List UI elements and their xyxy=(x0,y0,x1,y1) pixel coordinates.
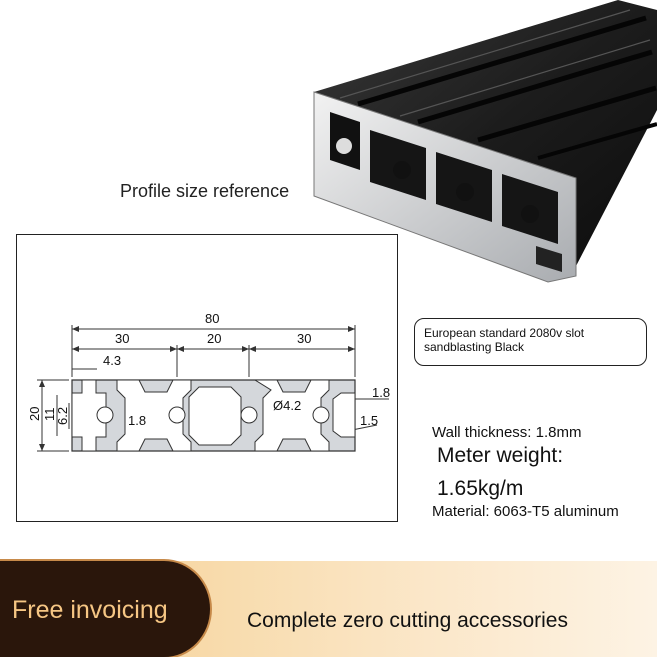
spec-name-box: European standard 2080v slot sandblastin… xyxy=(414,318,647,366)
dim-slot-depth: 11 xyxy=(42,408,57,422)
dim-width-left: 30 xyxy=(115,331,129,346)
dim-height: 20 xyxy=(27,407,42,421)
free-invoicing-label: Free invoicing xyxy=(12,596,168,624)
dim-wall-inner: 1.8 xyxy=(128,413,146,428)
spec-name-line1: European standard 2080v slot xyxy=(424,326,585,340)
dim-overall-width: 80 xyxy=(205,311,219,326)
meter-weight-value: 1.65kg/m xyxy=(437,477,524,500)
dim-width-middle: 20 xyxy=(207,331,221,346)
product-render-image xyxy=(300,0,657,290)
wall-thickness: Wall thickness: 1.8mm xyxy=(432,424,582,441)
dim-corner: 1.5 xyxy=(360,413,378,428)
meter-weight-label: Meter weight: xyxy=(437,444,564,467)
spec-name-line2: sandblasting Black xyxy=(424,340,525,354)
dim-slot-opening: 4.3 xyxy=(103,353,121,368)
dimension-drawing: 80 30 20 30 4.3 20 11 6.2 1.8 Ø4.2 1.8 1… xyxy=(16,234,398,522)
dim-hole-diameter: Ø4.2 xyxy=(273,398,301,413)
dim-slot-inner: 6.2 xyxy=(55,407,70,425)
material: Material: 6063-T5 aluminum xyxy=(432,503,619,520)
dim-width-right: 30 xyxy=(297,331,311,346)
accessories-label: Complete zero cutting accessories xyxy=(247,609,568,632)
bottom-banner: Free invoicing Complete zero cutting acc… xyxy=(0,561,657,657)
profile-size-caption: Profile size reference xyxy=(120,181,290,201)
dim-wall-right: 1.8 xyxy=(372,385,390,400)
banner-accent-shape xyxy=(0,561,210,657)
